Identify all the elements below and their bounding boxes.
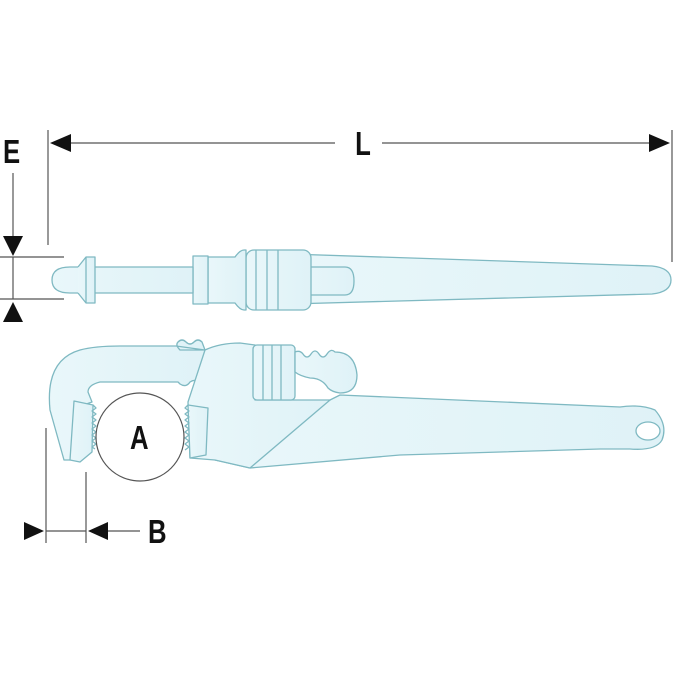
length-label: L bbox=[352, 127, 374, 160]
length-dimension bbox=[47, 130, 673, 262]
arrow-down-icon bbox=[3, 236, 23, 256]
arrow-up-icon bbox=[3, 302, 23, 322]
arrow-left-icon bbox=[50, 134, 71, 152]
jaw-width-label: B bbox=[148, 513, 167, 550]
thickness-label: E bbox=[3, 133, 21, 170]
thickness-dimension bbox=[0, 173, 64, 322]
side-view-wrench bbox=[48, 339, 665, 469]
jaw-width-dimension bbox=[24, 428, 140, 543]
arrow-left-icon bbox=[88, 522, 108, 540]
arrow-right-icon bbox=[649, 134, 670, 152]
pipe-capacity-label: A bbox=[130, 419, 149, 456]
pipe-capacity-circle bbox=[95, 392, 185, 482]
arrow-right-icon bbox=[24, 522, 44, 540]
top-view-wrench bbox=[51, 249, 672, 311]
